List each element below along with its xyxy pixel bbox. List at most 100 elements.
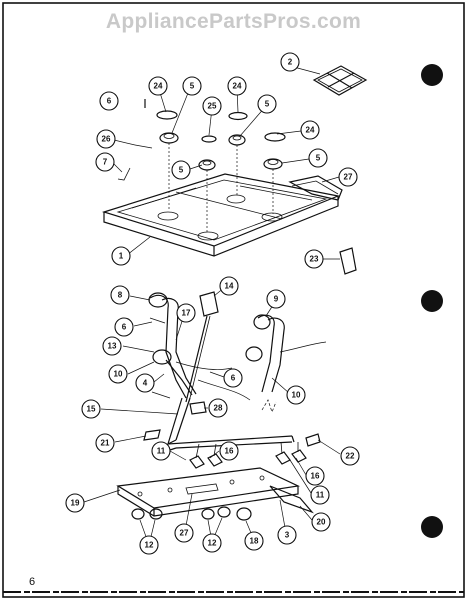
svg-text:21: 21 — [101, 439, 110, 448]
svg-text:11: 11 — [316, 491, 325, 500]
callout-5: 5 — [257, 94, 277, 114]
svg-text:4: 4 — [143, 379, 148, 388]
burner-tubes-right — [245, 314, 327, 393]
svg-text:2: 2 — [288, 58, 293, 67]
svg-text:3: 3 — [285, 531, 290, 540]
svg-text:27: 27 — [344, 173, 353, 182]
callout-26: 26 — [96, 129, 116, 149]
binder-hole-bottom — [421, 516, 443, 538]
svg-text:5: 5 — [179, 166, 184, 175]
binder-hole-top — [421, 64, 443, 86]
callout-12: 12 — [139, 535, 159, 555]
svg-text:12: 12 — [145, 541, 154, 550]
svg-text:1: 1 — [119, 252, 124, 261]
callout-24: 24 — [148, 76, 168, 96]
callout-11: 11 — [151, 441, 171, 461]
svg-text:10: 10 — [114, 370, 123, 379]
leader-lines — [83, 65, 341, 546]
callout-27: 27 — [174, 523, 194, 543]
screw-and-wire-top — [117, 99, 153, 181]
svg-text:13: 13 — [108, 342, 117, 351]
callout-7: 7 — [95, 152, 115, 172]
rear-trim — [288, 175, 343, 201]
svg-text:24: 24 — [233, 82, 242, 91]
burner-grate — [312, 65, 368, 96]
callout-28: 28 — [208, 398, 228, 418]
callout-6: 6 — [99, 91, 119, 111]
svg-text:17: 17 — [182, 309, 191, 318]
svg-text:11: 11 — [157, 447, 166, 456]
callout-8: 8 — [110, 285, 130, 305]
callout-27: 27 — [338, 167, 358, 187]
cooktop-top-panel — [101, 173, 341, 257]
bracket-28 — [189, 401, 207, 415]
svg-text:8: 8 — [118, 291, 123, 300]
svg-text:24: 24 — [154, 82, 163, 91]
svg-text:20: 20 — [317, 518, 326, 527]
svg-text:12: 12 — [208, 539, 217, 548]
svg-text:27: 27 — [180, 529, 189, 538]
callout-5: 5 — [308, 148, 328, 168]
svg-text:16: 16 — [311, 472, 320, 481]
callout-21: 21 — [95, 433, 115, 453]
surface-burners — [159, 132, 283, 232]
ignitor-module — [185, 291, 219, 403]
callout-16: 16 — [219, 441, 239, 461]
svg-text:10: 10 — [292, 391, 301, 400]
svg-text:5: 5 — [265, 100, 270, 109]
callout-18: 18 — [244, 531, 264, 551]
callout-1: 1 — [111, 246, 131, 266]
svg-text:24: 24 — [306, 126, 315, 135]
callout-24: 24 — [300, 120, 320, 140]
callout-6: 6 — [223, 368, 243, 388]
svg-text:5: 5 — [190, 82, 195, 91]
callout-12: 12 — [202, 533, 222, 553]
svg-text:18: 18 — [250, 537, 259, 546]
svg-text:7: 7 — [103, 158, 108, 167]
callout-15: 15 — [81, 399, 101, 419]
svg-text:26: 26 — [102, 135, 111, 144]
svg-text:16: 16 — [225, 447, 234, 456]
page-number: 6 — [29, 576, 36, 588]
svg-text:6: 6 — [122, 323, 127, 332]
svg-text:28: 28 — [214, 404, 223, 413]
callout-25: 25 — [202, 96, 222, 116]
svg-text:6: 6 — [231, 374, 236, 383]
svg-text:25: 25 — [208, 102, 217, 111]
bracket-22 — [305, 433, 321, 447]
callout-9: 9 — [266, 289, 286, 309]
svg-text:9: 9 — [274, 295, 279, 304]
callout-24: 24 — [227, 76, 247, 96]
callout-17: 17 — [176, 303, 196, 323]
callout-10: 10 — [108, 364, 128, 384]
callout-5: 5 — [171, 160, 191, 180]
callout-23: 23 — [304, 249, 324, 269]
callout-14: 14 — [219, 276, 239, 296]
svg-text:5: 5 — [316, 154, 321, 163]
watermark: AppliancePartsPros.com — [105, 10, 362, 33]
ignitor-wires — [175, 361, 277, 414]
callout-22: 22 — [340, 446, 360, 466]
callout-6: 6 — [114, 317, 134, 337]
callout-16: 16 — [305, 466, 325, 486]
lower-trim-20 — [269, 485, 314, 514]
callout-20: 20 — [311, 512, 331, 532]
svg-text:22: 22 — [346, 452, 355, 461]
callout-5: 5 — [182, 76, 202, 96]
burner-caps — [156, 110, 286, 143]
callout-11: 11 — [310, 485, 330, 505]
callout-13: 13 — [102, 336, 122, 356]
callout-3: 3 — [277, 525, 297, 545]
bracket-21 — [143, 429, 161, 441]
callout-10: 10 — [286, 385, 306, 405]
svg-text:6: 6 — [107, 97, 112, 106]
binder-hole-middle — [421, 290, 443, 312]
svg-text:23: 23 — [310, 255, 319, 264]
svg-text:14: 14 — [225, 282, 234, 291]
callout-2: 2 — [280, 52, 300, 72]
callout-4: 4 — [135, 373, 155, 393]
clip-23 — [339, 247, 357, 275]
callout-19: 19 — [65, 493, 85, 513]
